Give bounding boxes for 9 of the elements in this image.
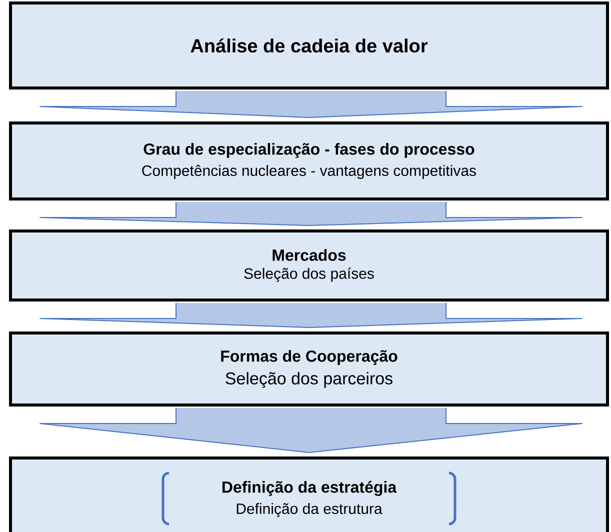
arrow [40, 302, 582, 328]
process-box: Grau de especialização - fases do processo Competências nucleares - vantagens competitivas [9, 122, 609, 200]
process-box: Definição da estratégia Definição da estrutura [9, 456, 609, 532]
arrow [40, 407, 582, 453]
arrow [40, 90, 582, 118]
process-box: Análise de cadeia de valor [9, 2, 609, 90]
process-box: Mercados Seleção dos países [9, 229, 609, 302]
arrow [40, 202, 582, 226]
process-box: Formas de Cooperação Seleção dos parceiros [9, 331, 609, 406]
